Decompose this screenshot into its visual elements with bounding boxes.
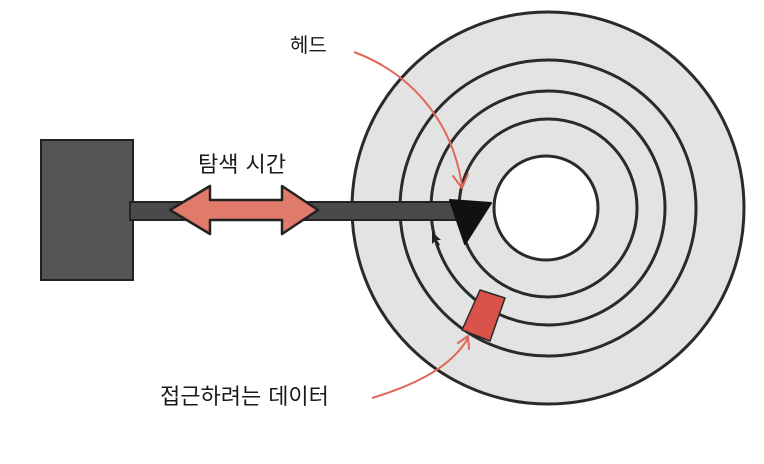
- actuator-block: [40, 139, 134, 281]
- seek-time-double-arrow: [168, 184, 320, 236]
- target-data-label: 접근하려는 데이터: [160, 385, 329, 410]
- read-write-head: [449, 199, 492, 245]
- data-pointer-arrow: [371, 337, 469, 399]
- disk-spindle-hole: [492, 154, 600, 262]
- seek-time-label: 탐색 시간: [198, 153, 286, 178]
- head-label: 헤드: [290, 33, 327, 57]
- target-data-sector: [461, 289, 506, 342]
- head-pointer-arrow: [353, 51, 463, 187]
- mouse-cursor-icon: [432, 232, 441, 246]
- head-pointer-arrowhead: [452, 173, 469, 189]
- data-pointer-arrowhead: [457, 335, 470, 350]
